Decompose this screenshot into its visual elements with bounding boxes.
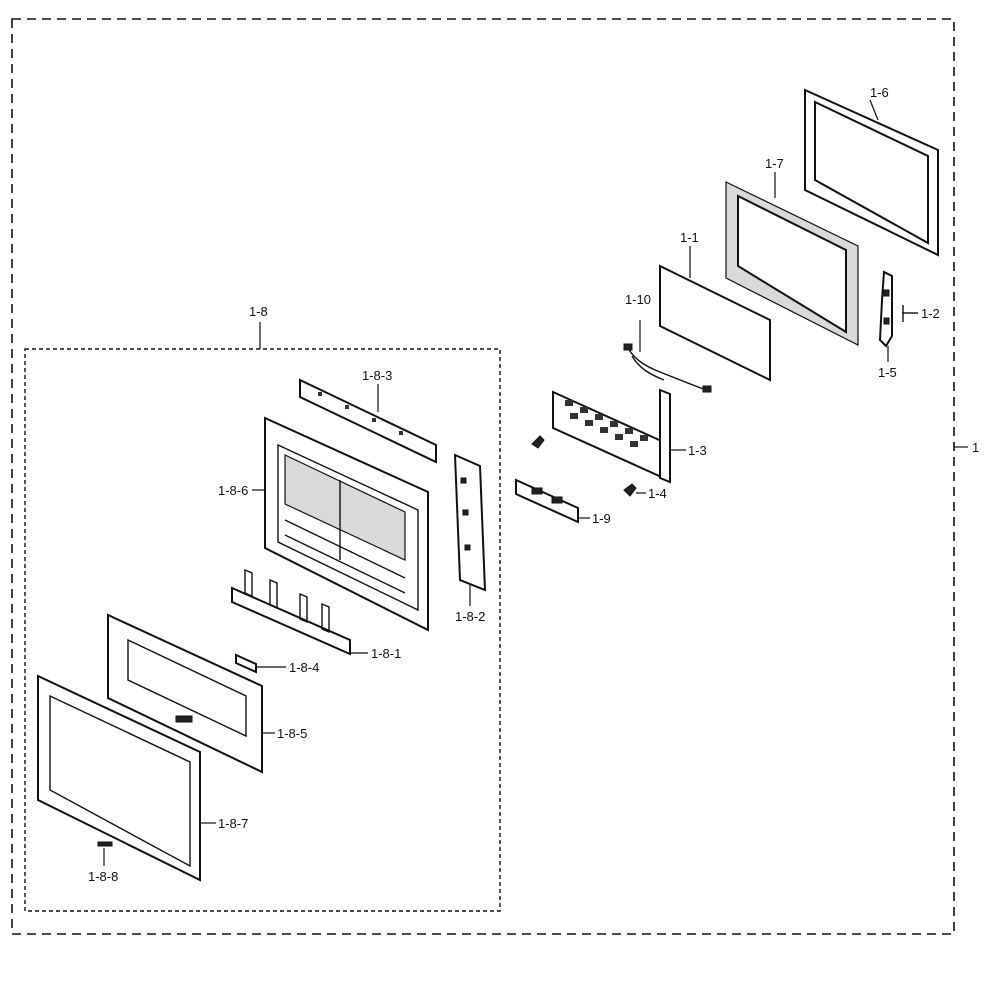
part-1-8-2-side-bracket: 1-8-2	[453, 453, 487, 624]
label-1-4: 1-4	[648, 486, 667, 501]
part-1-4-clip: 1-4	[623, 483, 667, 501]
label-1-8-2: 1-8-2	[455, 609, 485, 624]
label-1-8-7: 1-8-7	[218, 816, 248, 831]
part-clip	[531, 435, 545, 449]
label-1-6: 1-6	[870, 85, 889, 100]
part-1-8-5-window-panel: 1-8-5	[107, 613, 307, 774]
label-1-8-5: 1-8-5	[277, 726, 307, 741]
label-1-1: 1-1	[680, 230, 699, 245]
part-1-8-4-plate: 1-8-4	[235, 653, 319, 675]
label-1-8-6: 1-8-6	[218, 483, 248, 498]
part-1-3-control-bracket: 1-3	[552, 388, 707, 484]
part-1-6-frame: 1-6	[804, 85, 939, 257]
label-1-8-8: 1-8-8	[88, 869, 118, 884]
part-1-8-6-inner-panel: 1-8-6	[218, 416, 429, 632]
label-1-3: 1-3	[688, 443, 707, 458]
part-1-9-bracket: 1-9	[515, 478, 611, 526]
label-1-2: 1-2	[921, 306, 940, 321]
part-1-8-8-badge: 1-8-8	[88, 841, 118, 884]
label-1-10: 1-10	[625, 292, 651, 307]
subassembly-1-8-boundary	[24, 348, 501, 912]
label-1-8-4: 1-8-4	[289, 660, 319, 675]
part-1-2-pin: 1-2	[902, 305, 940, 322]
part-1-8-3-top-strip: 1-8-3	[299, 368, 437, 464]
callout-1: 1	[954, 440, 979, 455]
label-1-7: 1-7	[765, 156, 784, 171]
label-1-8: 1-8	[249, 304, 268, 319]
part-1-7-seal-frame: 1-7	[725, 156, 859, 346]
part-1-10-wire-harness: 1-10	[623, 292, 712, 393]
part-1-1-glass-panel: 1-1	[659, 230, 771, 382]
part-1-8-1-bottom-bracket: 1-8-1	[231, 568, 401, 661]
label-1-9: 1-9	[592, 511, 611, 526]
part-1-8-7-front-frame: 1-8-7	[37, 674, 248, 882]
label-1: 1	[972, 440, 979, 455]
assembly-1-boundary	[11, 18, 955, 935]
label-1-5: 1-5	[878, 365, 897, 380]
label-1-8-3: 1-8-3	[362, 368, 392, 383]
callout-1-8: 1-8	[249, 304, 268, 349]
part-1-5-hinge: 1-5	[878, 270, 897, 380]
label-1-8-1: 1-8-1	[371, 646, 401, 661]
